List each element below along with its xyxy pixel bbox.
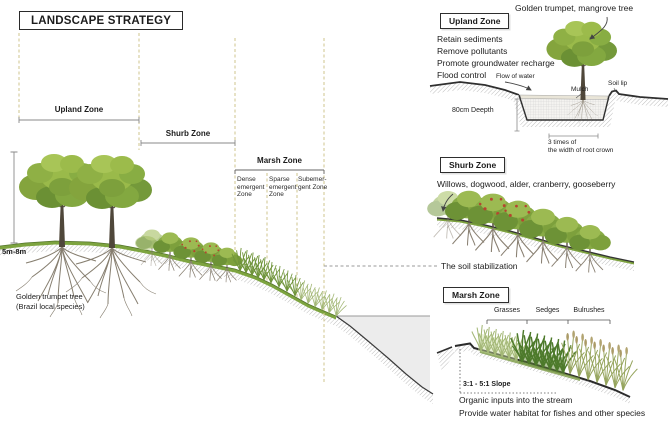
marsh-zone-span-label: Marsh Zone	[257, 156, 302, 165]
root-crown-measure	[548, 133, 599, 139]
upland-detail	[429, 16, 669, 139]
soil-lip-label: Soil lip	[608, 80, 628, 87]
upland-function-4: Flood control	[437, 70, 487, 80]
dense-emergent-zone-label: Dense emergent Zone	[237, 176, 265, 198]
soil-stabilization-note: The soil stabilization	[441, 261, 518, 271]
tree-caption-arrow	[589, 16, 608, 40]
submergent-zone-label: Subemer- gent Zone	[298, 176, 328, 191]
main-species-note: Golden trumpet tree (Brazil local specie…	[16, 292, 85, 311]
upland-function-1: Retain sediments	[437, 34, 503, 44]
measure-lines	[10, 117, 325, 244]
grasses-label: Grasses	[493, 307, 521, 314]
plant-group-bracket	[486, 319, 611, 324]
tree-height-label: 5m-8m	[2, 247, 27, 256]
slope-construction-lines	[459, 349, 556, 394]
flow-of-water-label: Flow of water	[496, 73, 535, 80]
sedges-label: Sedges	[535, 307, 560, 314]
marsh-detail	[436, 319, 639, 404]
upland-tree-caption: Golden trumpet, mangrove tree	[515, 3, 634, 13]
willows-arrow	[441, 193, 454, 212]
sparse-emergent-zone-label: Sparse emergent Zone	[269, 176, 297, 198]
bulrushes-label: Bulrushes	[573, 307, 605, 314]
shurb-zone-span-label: Shurb Zone	[165, 129, 211, 138]
marsh-zone-box: Marsh Zone	[443, 287, 509, 303]
flow-arrow	[504, 81, 532, 91]
root-crown-label: 3 times of the width of root crown	[548, 139, 614, 154]
upland-function-3: Promote groundwater recharge	[437, 58, 555, 68]
upland-zone-span-label: Upland Zone	[54, 105, 104, 114]
upland-function-2: Remove pollutants	[437, 46, 508, 56]
page-title: LANDSCAPE STRATEGY	[19, 11, 184, 30]
water-body	[336, 316, 430, 392]
depth-measure	[514, 98, 520, 132]
shurb-zone-box: Shurb Zone	[440, 157, 506, 173]
shurb-species-list: Willows, dogwood, alder, cranberry, goos…	[437, 179, 616, 189]
upland-zone-box: Upland Zone	[440, 13, 510, 29]
marsh-note-2: Provide water habitat for fishes and oth…	[459, 408, 646, 418]
depth-label: 80cm Deepth	[452, 107, 494, 114]
shurb-detail	[426, 190, 635, 274]
marsh-note-1: Organic inputs into the stream	[459, 395, 573, 405]
slope-ratio-label: 3:1 - 5:1 Slope	[463, 381, 511, 388]
zone-guide-lines	[18, 33, 325, 384]
mulch-label: Mulch	[571, 86, 589, 93]
grass-strip	[0, 241, 336, 320]
